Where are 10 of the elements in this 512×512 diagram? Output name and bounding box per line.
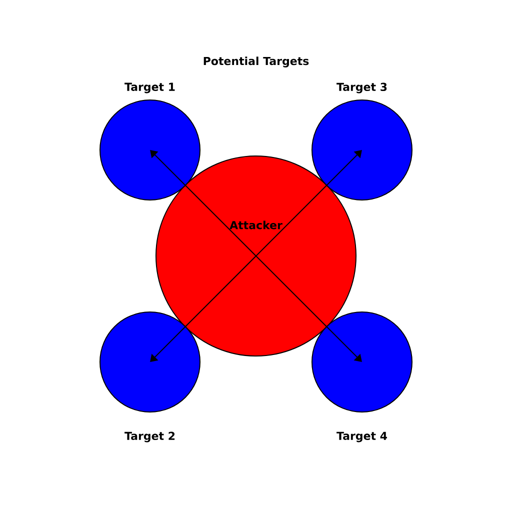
heading: Potential Targets: [204, 56, 309, 68]
arrow: [256, 150, 362, 256]
node-label: Target 1: [124, 82, 175, 94]
arrow: [150, 256, 256, 362]
circle-node: Attacker: [156, 156, 356, 356]
node-label: Target 4: [336, 432, 387, 442]
arrow: [150, 150, 256, 256]
node-label: Target 2: [124, 432, 175, 442]
arrow: [256, 256, 362, 362]
node-label: Target 3: [336, 82, 387, 94]
